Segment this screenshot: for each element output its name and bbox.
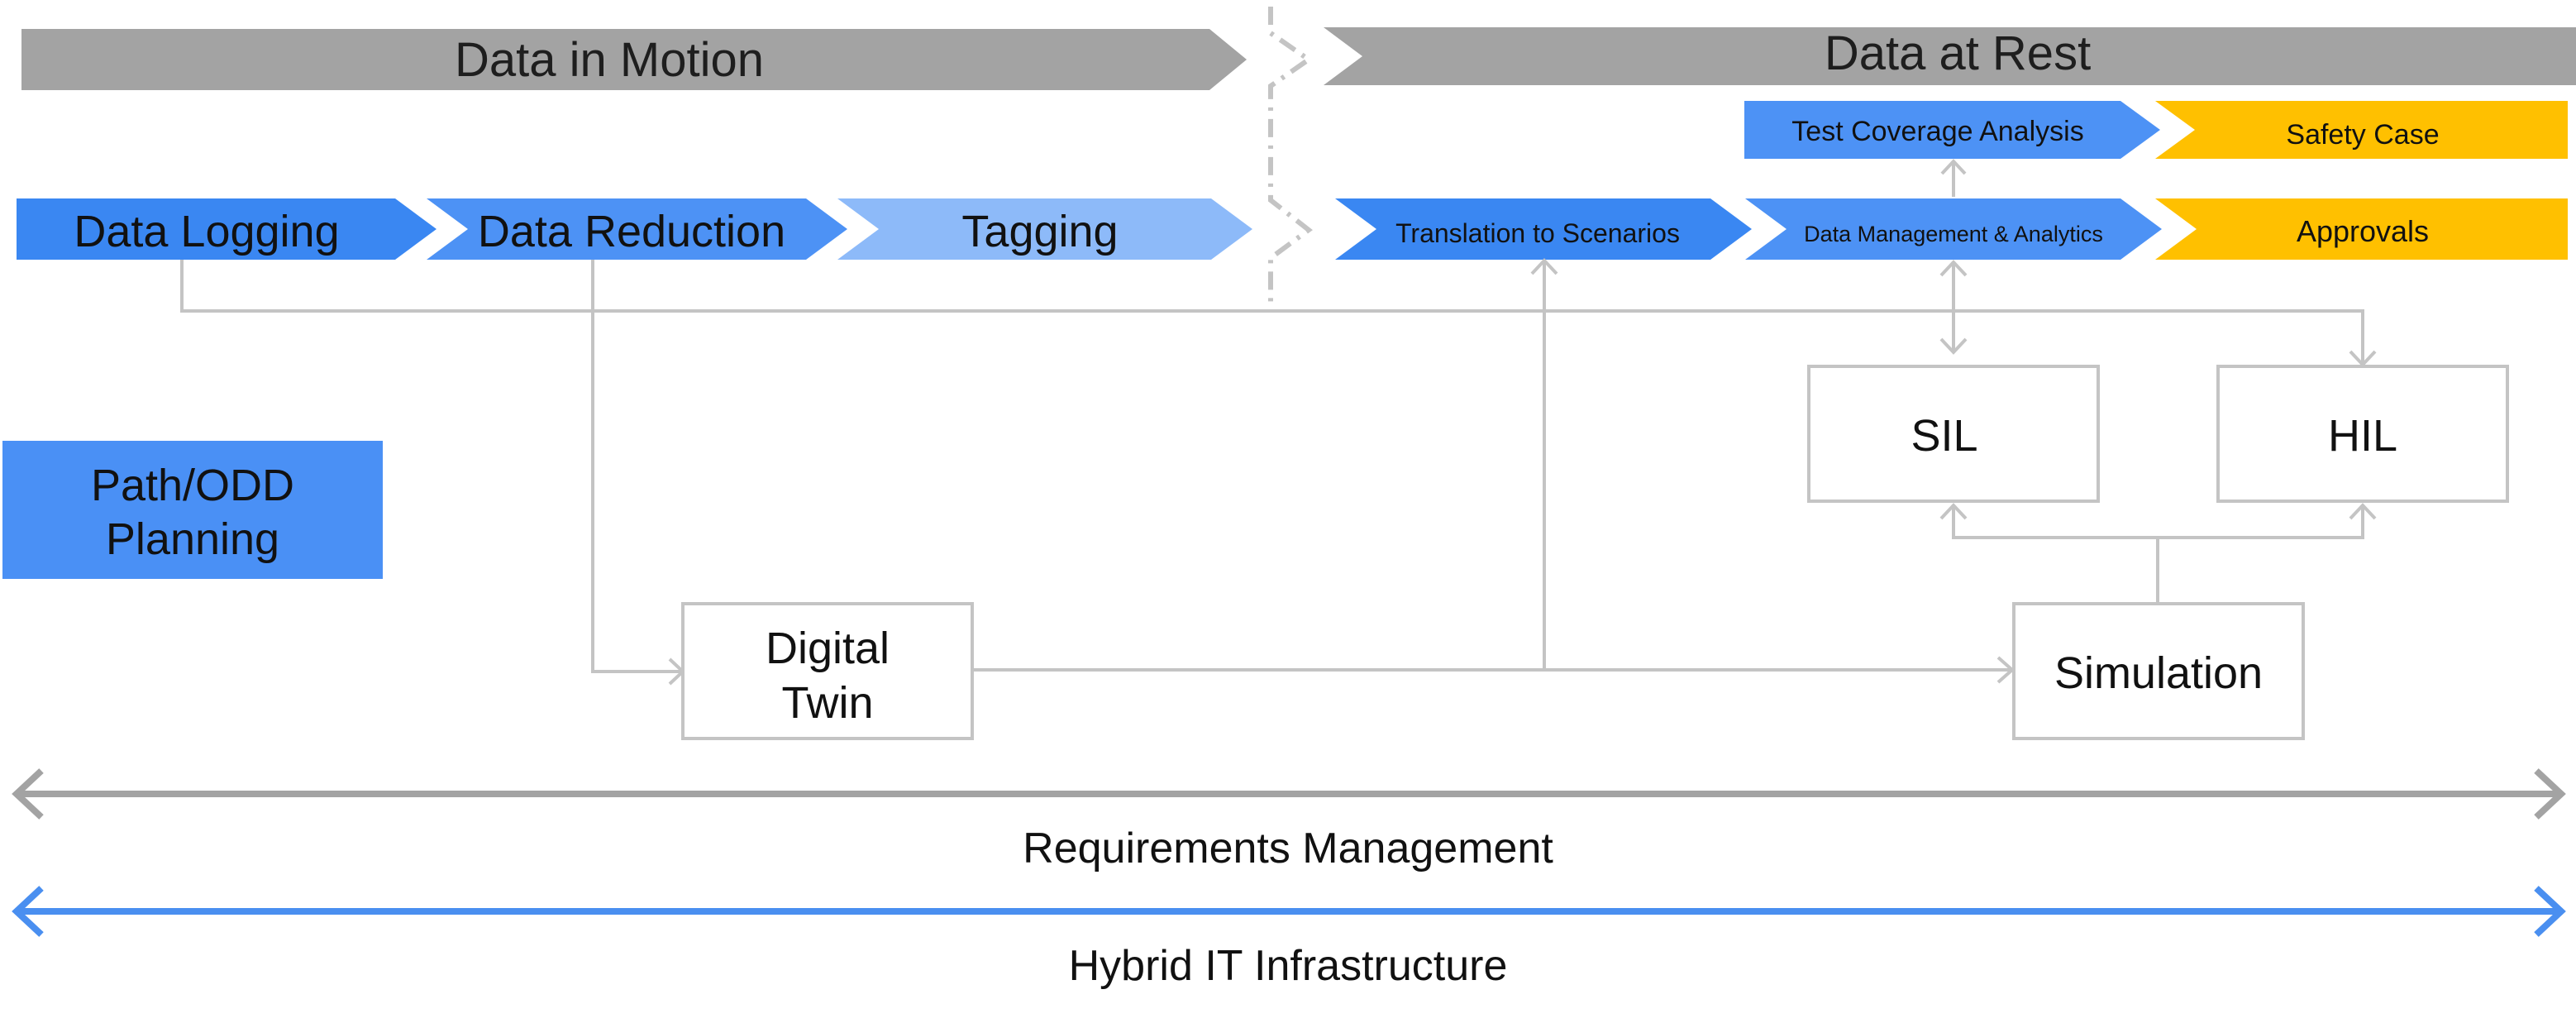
hybrid-it-infrastructure-label: Hybrid IT Infrastructure — [1069, 942, 1508, 990]
safety-case-label: Safety Case — [2286, 119, 2439, 151]
requirements-management-label: Requirements Management — [1023, 825, 1553, 872]
data-in-motion-label: Data in Motion — [455, 33, 764, 87]
requirements-span-arrow — [12, 768, 2566, 820]
arrowhead-hil-bottom — [2349, 503, 2377, 520]
data-management-label: Data Management & Analytics — [1804, 222, 2103, 246]
path-odd-planning-line2: Planning — [106, 514, 279, 564]
digital-twin-line2: Twin — [781, 678, 873, 728]
tagging-label: Tagging — [961, 207, 1118, 256]
arrowhead-test-coverage-bottom — [1940, 159, 1967, 175]
hil-label: HIL — [2328, 411, 2397, 461]
digital-twin-line1: Digital — [766, 624, 890, 673]
hil-box — [2216, 365, 2509, 503]
simulation-label: Simulation — [2054, 648, 2263, 698]
approvals-chevron — [2155, 198, 2568, 260]
data-management-chevron — [1745, 198, 2162, 260]
connector-logging-to-hil — [180, 260, 2364, 364]
phase-divider — [1268, 7, 1314, 304]
path-odd-planning-line1: Path/ODD — [91, 461, 294, 510]
translation-to-scenarios-chevron — [1335, 198, 1752, 260]
sil-label: SIL — [1911, 411, 1977, 461]
connectors — [180, 159, 2377, 686]
data-reduction-label: Data Reduction — [478, 207, 785, 256]
arrowhead-data-management-bottom — [1939, 260, 1968, 277]
arrowhead-translation-bottom — [1530, 258, 1558, 275]
sil-box — [1807, 365, 2100, 503]
digital-twin-box — [681, 602, 974, 740]
translation-to-scenarios-label: Translation to Scenarios — [1395, 218, 1680, 248]
safety-case-chevron — [2155, 101, 2568, 159]
approvals-label: Approvals — [2297, 214, 2429, 248]
tagging-chevron — [837, 198, 1252, 260]
simulation-box — [2012, 602, 2305, 740]
arrowhead-sil-top — [1939, 337, 1968, 355]
data-at-rest-label: Data at Rest — [1825, 26, 2091, 80]
connector-reduction-to-twin — [591, 260, 681, 673]
test-coverage-label: Test Coverage Analysis — [1791, 116, 2083, 147]
test-coverage-chevron — [1744, 101, 2160, 159]
data-logging-label: Data Logging — [74, 207, 339, 256]
data-at-rest-banner — [1324, 27, 2576, 85]
infrastructure-span-arrow — [12, 886, 2566, 937]
arrowhead-sil-bottom — [1939, 503, 1968, 520]
path-odd-planning-box — [2, 441, 383, 579]
data-in-motion-banner — [21, 29, 1247, 90]
connector-split-bar — [1952, 506, 2364, 539]
data-reduction-chevron — [427, 198, 847, 260]
data-logging-chevron — [17, 198, 436, 260]
